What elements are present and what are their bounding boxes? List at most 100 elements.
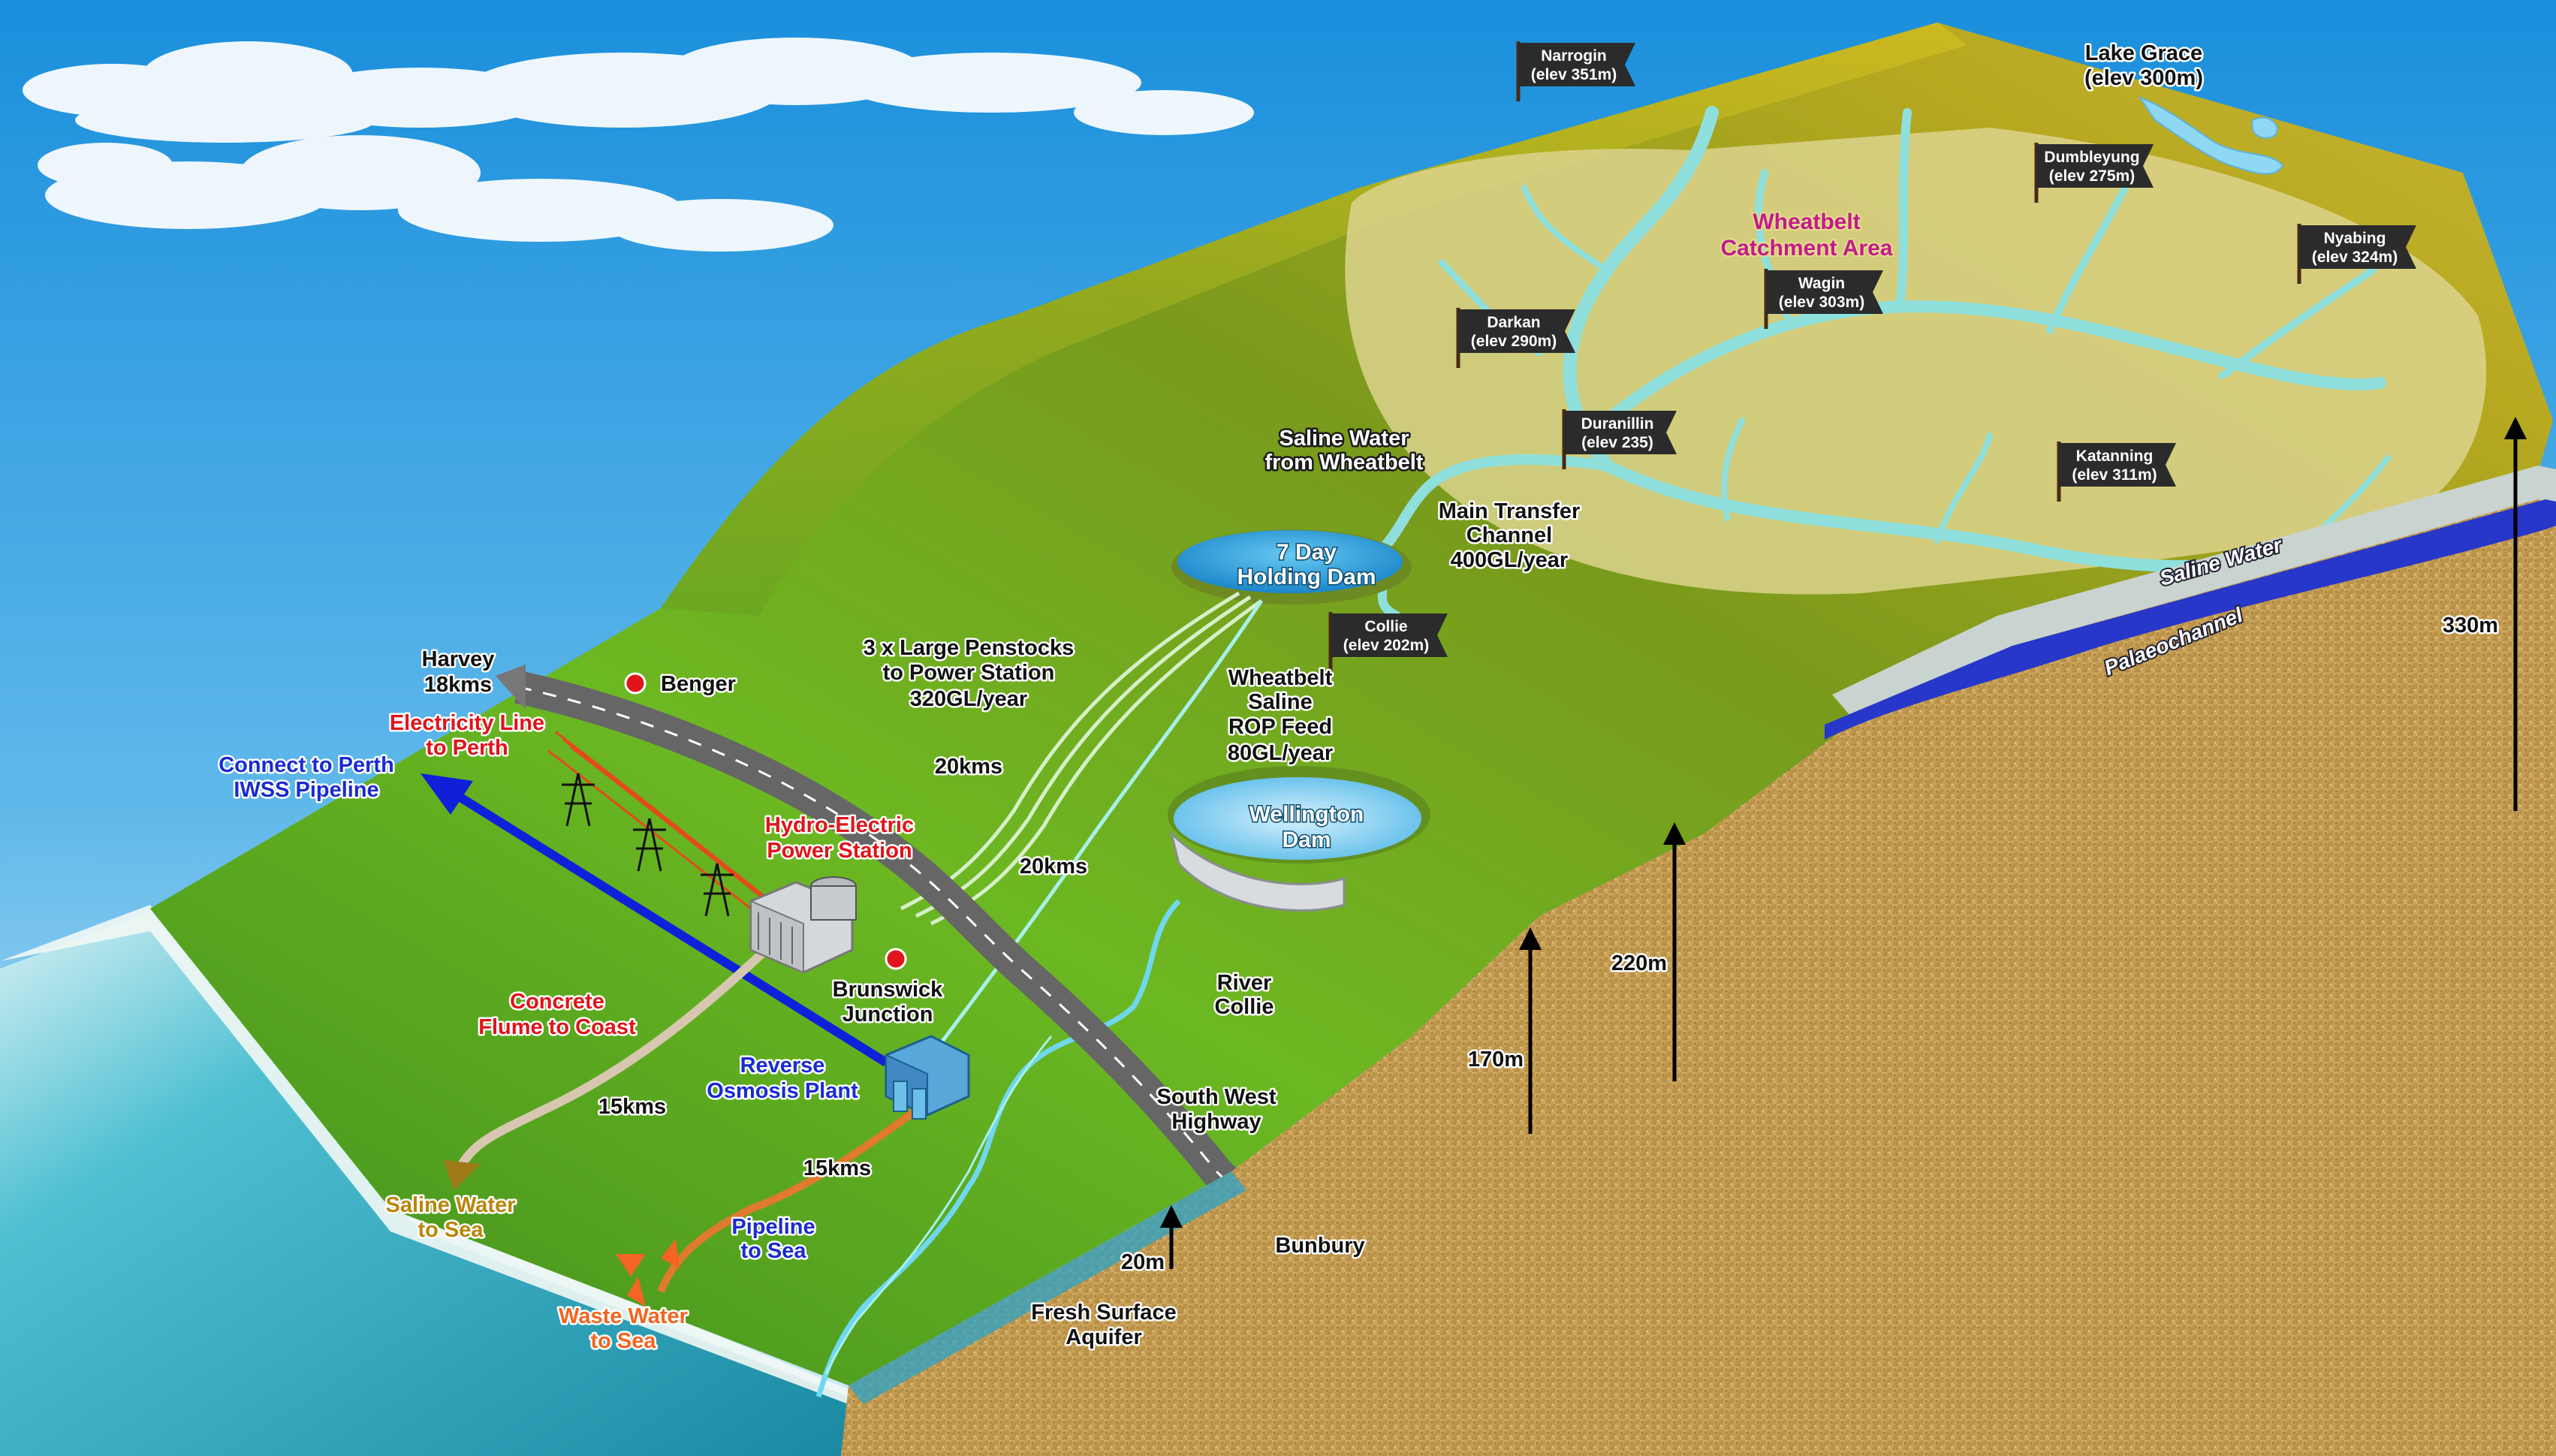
town-elevation: (elev 202m)	[1343, 637, 1429, 654]
flume-label-2: Flume to Coast	[478, 1015, 636, 1039]
iwss-label-2: IWSS Pipeline	[234, 778, 378, 802]
ro-label-2: Osmosis Plant	[707, 1079, 858, 1103]
highway-label-2: Highway	[1171, 1110, 1261, 1134]
harvey-distance: 18kms	[424, 673, 492, 697]
town-flag-wagin: Wagin (elev 303m)	[1764, 269, 1883, 329]
rop-label-3: ROP Feed	[1228, 715, 1332, 739]
wellington-dam-wall	[1169, 830, 1346, 912]
height-arrows	[1160, 417, 2527, 1269]
labels: Lake Grace (elev 300m) Wheatbelt Catchme…	[217, 40, 2500, 1355]
height-20-label: 20m	[1121, 1250, 1165, 1274]
saline-from-label: Saline Water	[1280, 427, 1409, 451]
town-name: Darkan	[1487, 314, 1540, 331]
height-330-label: 330m	[2443, 613, 2498, 638]
penstocks-label-3: 320GL/year	[910, 687, 1027, 711]
wellington-dam	[1174, 777, 1421, 860]
rop-label-2: Saline	[1248, 690, 1312, 714]
brunswick-label: Brunswick	[833, 978, 944, 1002]
town-elevation: (elev 275m)	[2049, 167, 2135, 185]
town-name: Nyabing	[2324, 230, 2386, 247]
benger-label: Benger	[661, 672, 736, 696]
waste-outlet-icon	[616, 1239, 680, 1307]
hydro-power-station	[749, 876, 857, 974]
palaeochannel-layer	[1825, 499, 2556, 740]
holding-dam-label: 7 Day	[1276, 540, 1337, 565]
hydro-label-2: Power Station	[767, 839, 912, 863]
town-elevation: (elev 324m)	[2312, 249, 2398, 266]
town-flag-darkan: Darkan (elev 290m)	[1456, 308, 1575, 368]
town-name: Dumbleyung	[2044, 149, 2139, 166]
brunswick-label-2: Junction	[842, 1002, 933, 1026]
catchment-label-2: Catchment Area	[1721, 236, 1893, 261]
penstocks-distance: 20kms	[935, 755, 1002, 779]
town-elevation: (elev 290m)	[1471, 333, 1557, 350]
main-transfer-label-2: Channel	[1466, 523, 1552, 547]
flume-arrow-icon	[443, 1160, 481, 1190]
pipeline-sea-label-2: to Sea	[740, 1239, 806, 1263]
aquifer-label: Fresh Surface	[1031, 1301, 1176, 1325]
highway-label: South West	[1157, 1085, 1276, 1109]
town-name: Wagin	[1798, 275, 1845, 292]
penstocks-label: 3 x Large Penstocks	[864, 636, 1074, 660]
town-flag-narrogin: Narrogin(elev 351m)	[1516, 41, 1635, 101]
town-name: Duranillin	[1581, 415, 1654, 433]
waste-label-2: to Sea	[590, 1329, 656, 1353]
harvey-label: Harvey	[422, 647, 495, 671]
flag-banner	[1766, 270, 1883, 314]
lake-grace-elev: (elev 300m)	[2084, 66, 2203, 90]
flag-banner	[1331, 613, 1448, 657]
river-branch	[824, 1035, 1053, 1375]
river-collie	[815, 899, 1181, 1398]
electricity-label: Electricity Line	[390, 711, 544, 735]
river-label: River	[1217, 971, 1272, 995]
saline-from-label-2: from Wheatbelt	[1264, 451, 1423, 475]
waste-label: Waste Water	[559, 1304, 688, 1328]
town-flag-collie: Collie (elev 202m)	[1328, 612, 1448, 672]
pipeline-to-sea	[657, 1104, 922, 1293]
flag-banner	[1564, 411, 1677, 454]
reverse-osmosis-plant	[885, 1035, 970, 1120]
rop-label: Wheatbelt	[1228, 666, 1333, 690]
flag-banner	[2299, 225, 2416, 269]
ro-label: Reverse	[740, 1054, 825, 1078]
town-flags: Narrogin(elev 351m) Dumbleyung(elev 275m)…	[1328, 41, 2416, 672]
holding-dam-label-2: Holding Dam	[1237, 565, 1376, 589]
town-flag-duranillin: Duranillin(elev 235)	[1562, 409, 1677, 469]
flag-banner	[1458, 309, 1575, 353]
aquifer-label-2: Aquifer	[1066, 1325, 1142, 1349]
rop-label-4: 80GL/year	[1228, 741, 1333, 765]
town-elevation: (elev 303m)	[1779, 294, 1864, 311]
saline-sea-label-2: to Sea	[417, 1218, 484, 1242]
holding-dam	[1177, 530, 1403, 593]
town-name: Katanning	[2076, 448, 2154, 465]
clouds	[23, 38, 1254, 252]
lake-grace-water	[2138, 96, 2284, 175]
fresh-aquifer-layer	[848, 1171, 1246, 1404]
river-label-2: Collie	[1215, 995, 1274, 1019]
harvey-arrow-icon	[496, 665, 526, 710]
town-name: Collie	[1364, 618, 1407, 635]
pipeline-sea-label: Pipeline	[731, 1215, 815, 1239]
main-transfer-label: Main Transfer	[1439, 499, 1581, 523]
hydro-label: Hydro-Electric	[765, 813, 914, 837]
wellington-label-2: Dam	[1282, 827, 1331, 852]
penstocks-label-2: to Power Station	[883, 661, 1055, 685]
flag-banner	[2059, 443, 2176, 487]
town-elevation: (elev 235)	[1581, 434, 1653, 451]
flume-label: Concrete	[510, 990, 604, 1014]
saline-layer	[1832, 466, 2556, 721]
concrete-flume	[454, 946, 770, 1174]
flume-distance: 15kms	[598, 1095, 666, 1119]
town-name: Narrogin	[1541, 47, 1607, 65]
iwss-label: Connect to Perth	[219, 753, 394, 777]
lake-grace-label: Lake Grace	[2085, 41, 2202, 65]
flag-banner	[2036, 144, 2154, 188]
main-transfer-label-3: 400GL/year	[1451, 548, 1568, 572]
town-flag-nyabing: Nyabing (elev 324m)	[2297, 224, 2416, 284]
brunswick-marker	[885, 948, 907, 970]
rop-distance: 20kms	[1020, 855, 1087, 879]
town-flag-katanning: Katanning(elev 311m)	[2057, 442, 2176, 502]
town-elevation: (elev 351m)	[1531, 66, 1617, 83]
pipeline-distance: 15kms	[803, 1156, 871, 1180]
ridge-highlight	[661, 23, 1967, 616]
